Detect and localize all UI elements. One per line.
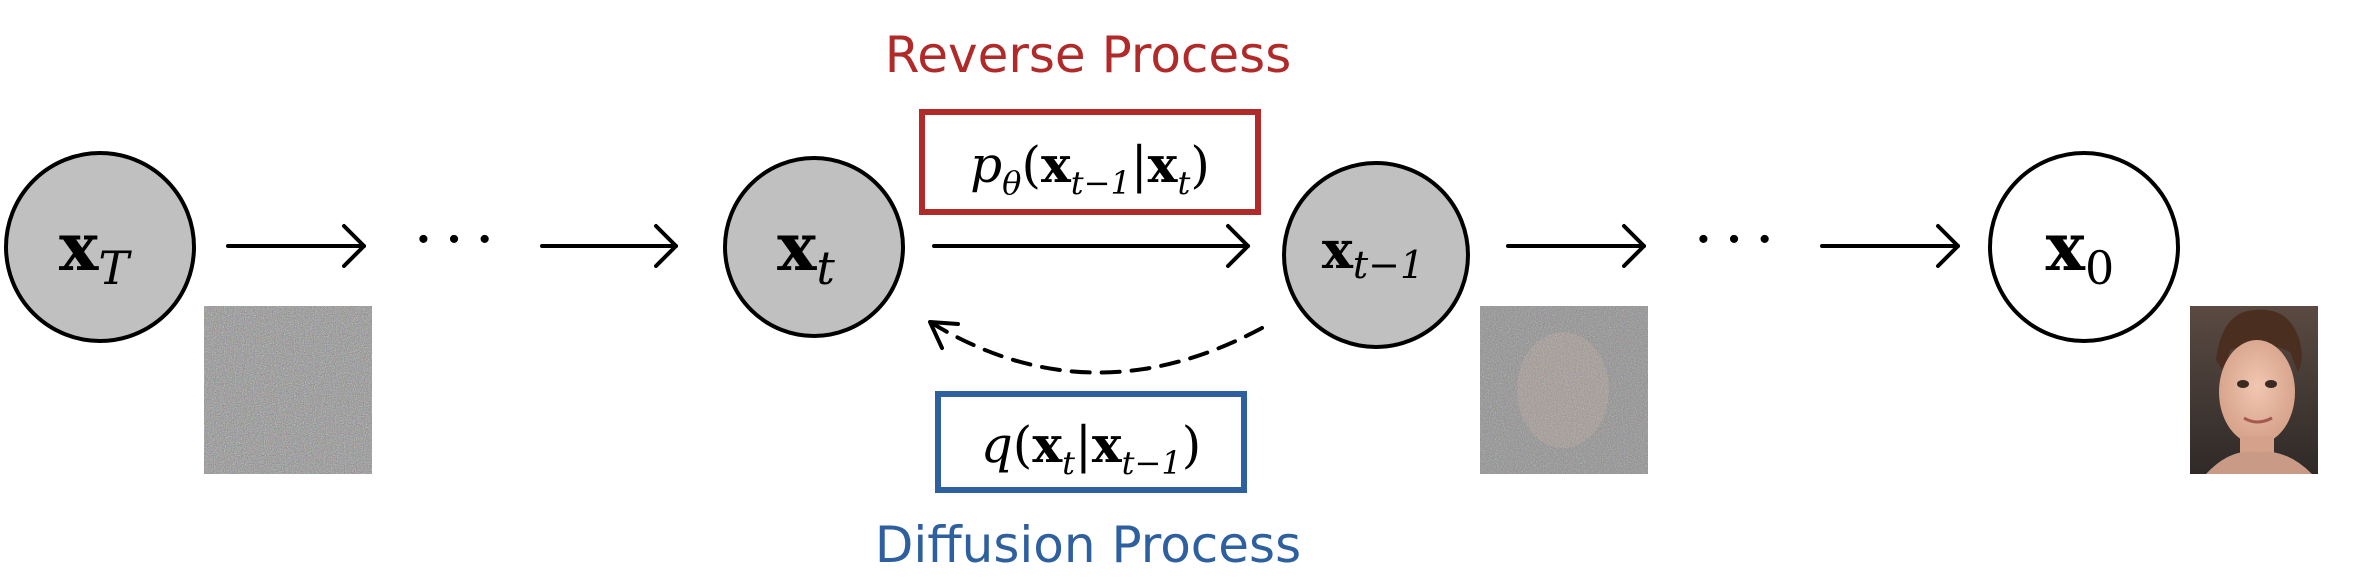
node-xT: xT <box>4 151 196 343</box>
arrow-ellipsis-to-xt <box>540 224 678 268</box>
x-symbol: x <box>1041 135 1072 194</box>
close-paren: ) <box>1190 136 1210 194</box>
clean-face-image <box>2190 306 2318 474</box>
arrow-xT-to-ellipsis <box>226 224 366 268</box>
svg-text:xt−1: xt−1 <box>1322 220 1424 287</box>
theta-subscript: θ <box>1002 164 1021 202</box>
subscript-t-minus-1: t−1 <box>1122 444 1182 482</box>
given-bar: | <box>1075 416 1092 474</box>
close-paren: ) <box>1182 416 1202 474</box>
x-symbol: x <box>1032 415 1063 474</box>
svg-text:xt: xt <box>777 208 835 295</box>
open-paren: ( <box>1013 416 1033 474</box>
noisy-face-image <box>1480 306 1648 474</box>
diffusion-process-title: Diffusion Process <box>875 516 1301 574</box>
reverse-process-title: Reverse Process <box>885 26 1292 84</box>
subscript-t-minus-1: t−1 <box>1071 164 1131 202</box>
subscript-t: t <box>1062 444 1075 482</box>
arrow-xt-minus-1-to-ellipsis <box>1506 224 1646 268</box>
node-xt-minus-1: xt−1 <box>1282 161 1470 349</box>
node-subscript: 0 <box>2085 241 2114 295</box>
ellipsis-left: · · · <box>416 214 493 265</box>
arrows <box>226 224 1960 375</box>
q-symbol: q <box>981 416 1013 474</box>
node-base: x <box>777 208 817 286</box>
node-subscript: t <box>816 241 835 295</box>
p-symbol: p <box>970 136 1002 194</box>
node-base: x <box>1322 220 1354 281</box>
reverse-formula: pθ(xt−1|xt) <box>970 135 1210 202</box>
ellipsis-right: · · · <box>1696 214 1773 265</box>
node-x0: x0 <box>1988 151 2180 343</box>
arrow-xt-to-xt-minus-1 <box>932 224 1250 268</box>
node-subscript: T <box>98 241 132 295</box>
node-subscript: t−1 <box>1353 243 1424 287</box>
open-paren: ( <box>1021 136 1041 194</box>
x-symbol: x <box>1092 415 1123 474</box>
subscript-t: t <box>1177 164 1190 202</box>
diffusion-formula: q(xt|xt−1) <box>981 415 1201 482</box>
svg-text:x0: x0 <box>2046 208 2115 295</box>
node-base: x <box>2046 208 2086 286</box>
node-base: x <box>59 208 99 286</box>
diffusion-formula-box <box>935 391 1247 493</box>
x-symbol: x <box>1148 135 1179 194</box>
pure-noise-image <box>204 306 372 474</box>
node-xt: xt <box>723 156 905 338</box>
reverse-formula-box <box>919 109 1261 215</box>
given-bar: | <box>1131 136 1148 194</box>
dashed-arrow-diffusion <box>928 320 1264 375</box>
arrow-ellipsis-to-x0 <box>1820 224 1960 268</box>
svg-text:xT: xT <box>59 208 132 295</box>
